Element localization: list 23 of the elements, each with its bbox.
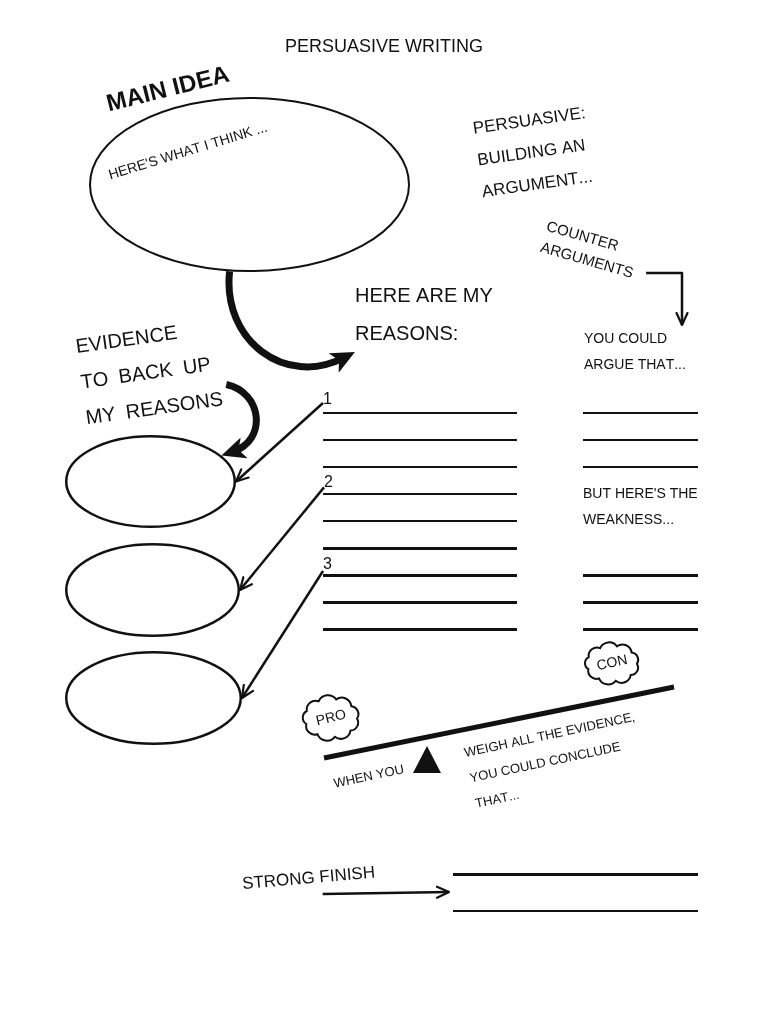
answer-oval [65, 435, 236, 528]
cloud-label: PRO [313, 704, 349, 731]
elbow-arrow [646, 271, 689, 327]
prompt-text: EVIDENCE TO BACK UP MY REASONS [73, 308, 227, 436]
arrow [238, 486, 325, 592]
prompt-text: STRONG FINISH [241, 861, 383, 895]
number-label: 1 [323, 391, 332, 407]
number-label: 2 [324, 474, 333, 490]
arrow [322, 885, 451, 899]
prompt-text: YOU COULD ARGUE THAT... [584, 325, 692, 377]
cloud-label: CON [594, 649, 630, 676]
prompt-text: HERE ARE MY REASONS: [355, 276, 505, 352]
subheading: PERSUASIVE: BUILDING AN ARGUMENT... [470, 102, 595, 204]
prompt-text: HERE'S WHAT I THINK ... [106, 117, 271, 184]
arrow [234, 402, 324, 483]
answer-oval [65, 651, 242, 745]
prompt-text: WHEN YOU [331, 760, 407, 793]
arrow [240, 570, 325, 700]
title: PERSUASIVE WRITING [284, 35, 484, 58]
number-label: 3 [323, 556, 332, 572]
heading: MAIN IDEA [103, 58, 233, 118]
answer-oval [65, 543, 240, 637]
prompt-text: BUT HERE'S THE WEAKNESS... [583, 484, 699, 529]
